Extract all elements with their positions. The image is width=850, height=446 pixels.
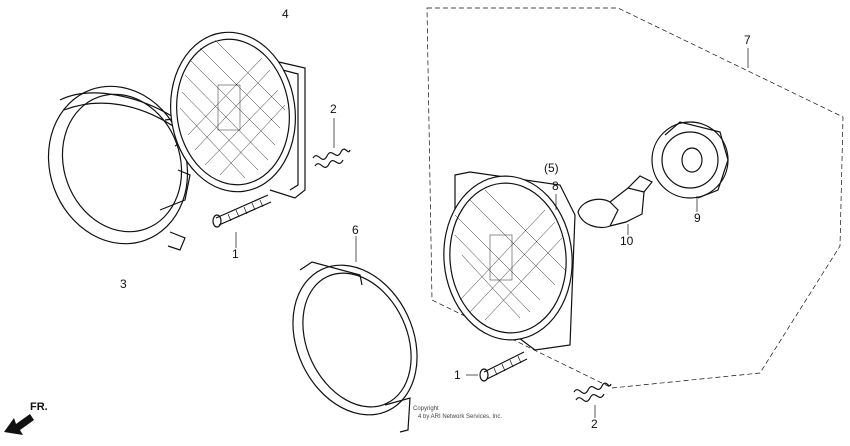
spring-part-2-bottom	[573, 382, 612, 418]
callout-9: 9	[694, 211, 701, 225]
callout-6: 6	[352, 223, 359, 237]
headlight-unit-part-8	[443, 171, 576, 351]
bulb-part-10	[577, 175, 653, 235]
dust-cover-part-9	[651, 121, 729, 212]
callout-4: 4	[282, 7, 289, 21]
copyright-line-2: 4 by ARI Network Services, Inc.	[418, 414, 502, 420]
callout-1-top: 1	[232, 247, 239, 261]
copyright-line-1: Copyright	[413, 406, 439, 412]
spring-part-2-top	[312, 118, 351, 169]
headlight-unit-part-4	[170, 31, 306, 199]
screw-part-1-bottom	[466, 351, 528, 382]
front-direction-arrow: FR.	[4, 401, 48, 435]
assembly-boundary	[426, 7, 844, 389]
callout-3: 3	[120, 277, 127, 291]
direction-label: FR.	[30, 401, 48, 413]
callout-1-bottom: 1	[454, 368, 461, 382]
callout-8: 8	[552, 179, 559, 193]
callout-2-bottom: 2	[591, 417, 598, 431]
callout-7: 7	[744, 33, 751, 47]
rim-part-6	[292, 236, 418, 433]
callout-10: 10	[620, 234, 634, 248]
callout-2-top: 2	[330, 102, 337, 116]
callout-5: (5)	[544, 161, 559, 175]
screw-part-1-top	[212, 194, 272, 248]
